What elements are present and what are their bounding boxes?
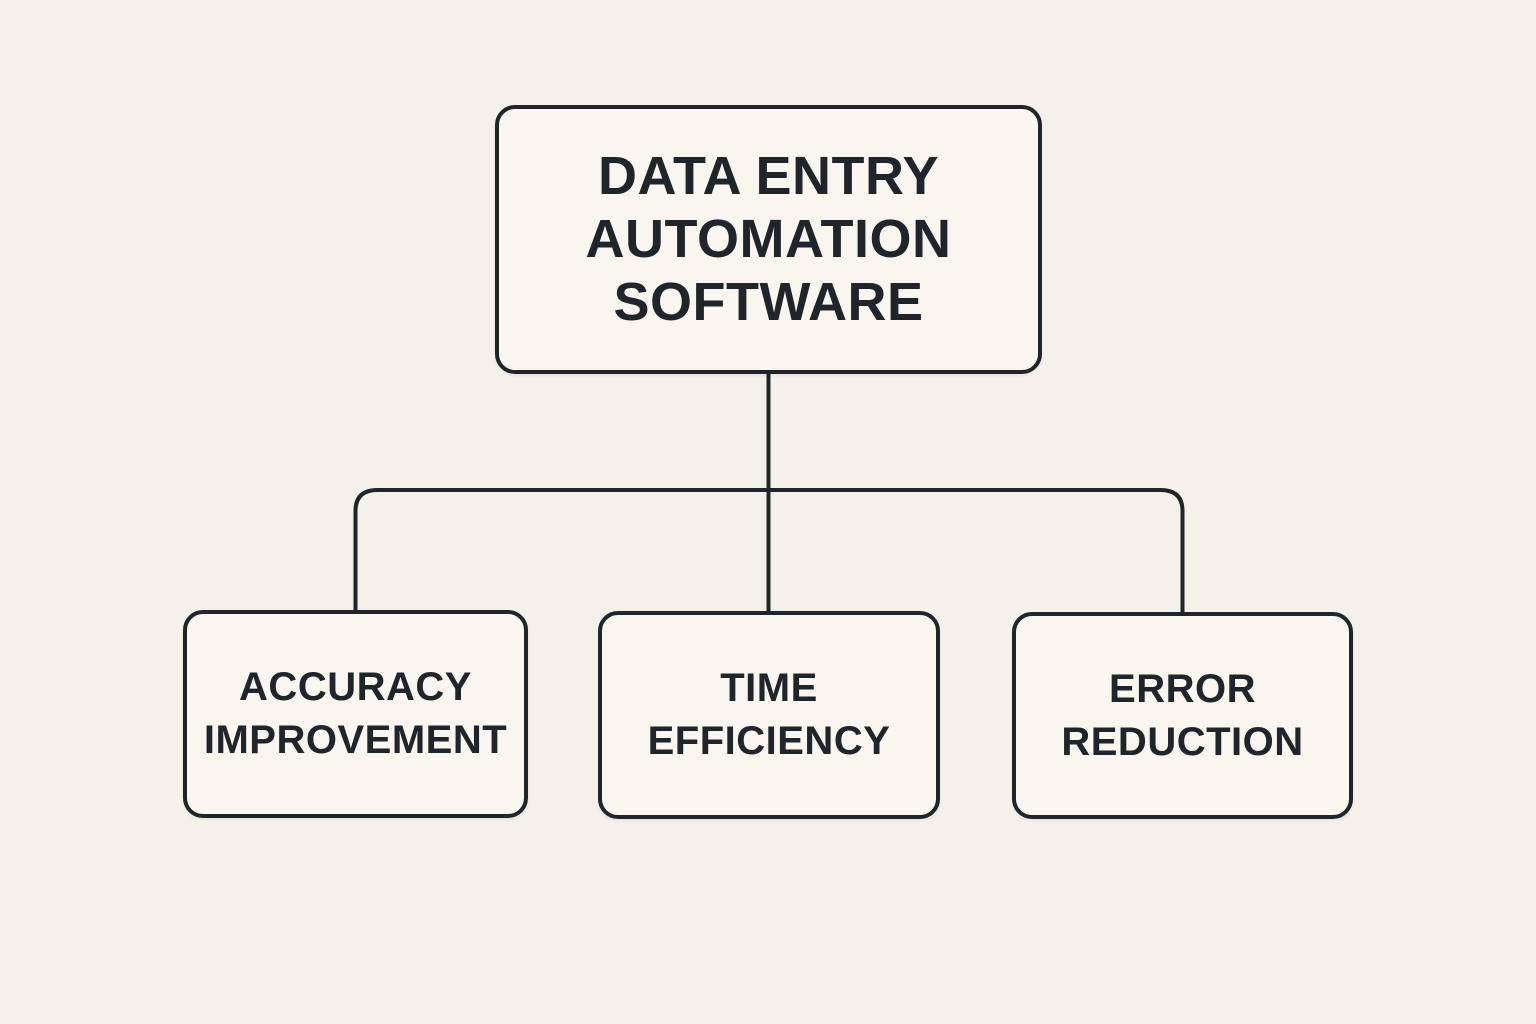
label-line: DATA ENTRY <box>598 146 939 206</box>
node-label: DATA ENTRY AUTOMATION SOFTWARE <box>499 145 1038 334</box>
label-line: ERROR <box>1109 666 1256 711</box>
label-line: REDUCTION <box>1061 719 1304 764</box>
label-line: TIME <box>720 666 818 710</box>
label-line: ACCURACY <box>239 665 472 709</box>
label-line: SOFTWARE <box>613 272 924 332</box>
label-line: EFFICIENCY <box>647 719 891 763</box>
node-error-reduction: ERROR REDUCTION <box>1012 612 1353 819</box>
label-line: IMPROVEMENT <box>203 718 508 762</box>
node-label: ACCURACY IMPROVEMENT <box>187 661 524 767</box>
node-data-entry-automation-software: DATA ENTRY AUTOMATION SOFTWARE <box>495 105 1042 374</box>
node-label: ERROR REDUCTION <box>1016 663 1349 769</box>
label-line: AUTOMATION <box>585 209 952 269</box>
node-label: TIME EFFICIENCY <box>602 662 936 768</box>
node-time-efficiency: TIME EFFICIENCY <box>598 611 940 819</box>
connector-branch <box>353 488 1185 612</box>
node-accuracy-improvement: ACCURACY IMPROVEMENT <box>183 610 528 818</box>
